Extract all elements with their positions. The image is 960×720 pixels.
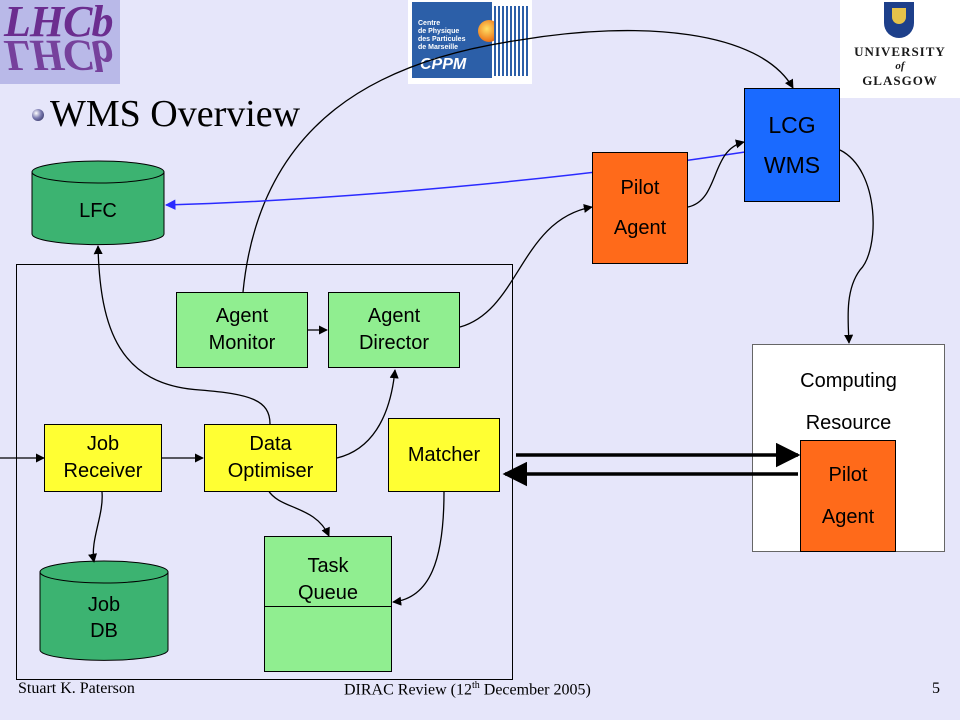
job-db-label: Job DB [87,594,121,642]
agent-monitor-box: Agent Monitor [176,292,308,368]
lfc-label: LFC [79,200,117,222]
arrow-optimiser-to-taskqueue [267,489,330,537]
pilot-agent-box-cr: Pilot Agent [800,440,896,552]
arrow-director-to-pilot [459,203,593,328]
arrow-receiver-to-jobdb [88,491,103,563]
data-optimiser-box: Data Optimiser [204,424,337,492]
task-queue-divider [264,606,392,607]
computing-resource-label: Computing Resource [800,370,897,434]
pilot-agent-box-top: Pilot Agent [592,152,688,264]
footer-page-number: 5 [932,680,940,697]
glasgow-crest-icon [884,2,914,38]
lhcb-logo-text: LHCb [4,0,113,46]
job-db-cylinder [39,560,169,661]
glasgow-logo: UNIVERSITY of GLASGOW [840,0,960,98]
task-queue-box: Task Queue [264,536,392,672]
arrow-matcher-to-taskqueue [392,491,445,606]
cppm-logo-text: Centre de Physique des Particules de Mar… [418,20,466,51]
arrow-optimiser-to-director [336,369,399,459]
page-title: WMS Overview [50,93,301,135]
arrow-optimiser-to-lfc [93,245,271,425]
title-bullet-icon [32,109,44,121]
lfc-cylinder [31,160,165,246]
footer-author: Stuart K. Paterson [18,680,135,697]
lhcb-logo: LHCb LHCb [0,0,120,84]
footer-event: DIRAC Review (12th December 2005) [344,680,591,699]
arrow-pilot-to-wms [687,139,745,208]
arrow-monitor-to-wms [242,30,794,293]
agent-director-box: Agent Director [328,292,460,368]
matcher-box: Matcher [388,418,500,492]
job-receiver-box: Job Receiver [44,424,162,492]
lcg-wms-box: LCG WMS [744,88,840,202]
arrow-wms-to-resource [839,149,874,344]
